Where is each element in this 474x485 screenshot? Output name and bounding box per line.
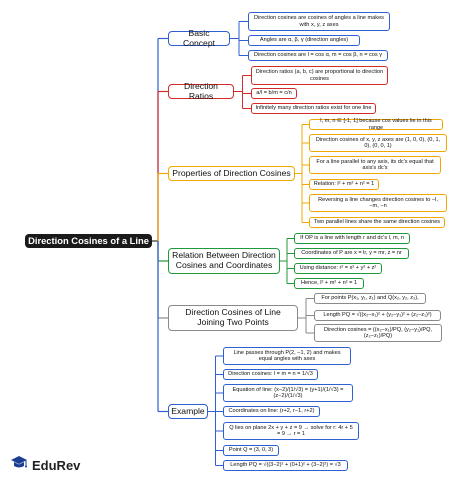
category-props: Properties of Direction Cosines — [168, 166, 295, 181]
leaf-props-1: l, m, n ∈ [-1, 1] because cos values lie… — [309, 118, 443, 131]
leaf-basic-1: Direction cosines are cosines of angles … — [248, 12, 390, 31]
leaf-basic-2: Angles are α, β, γ (direction angles) — [248, 35, 360, 46]
graduation-cap-icon — [10, 455, 28, 476]
leaf-ratios-2: a/l = b/m = c/n — [251, 88, 297, 99]
leaf-joining-1: For points P(x₁, y₁, z₁) and Q(x₂, y₂, z… — [314, 293, 426, 304]
leaf-example-7: Length PQ = √((3−2)² + (0+1)² + (3−2)²) … — [223, 460, 348, 471]
leaf-joining-2: Length PQ = √((x₂−x₁)² + (y₂−y₁)² + (z₂−… — [314, 310, 441, 321]
leaf-relation-1: If OP is a line with length r and dc's l… — [294, 233, 410, 244]
category-basic: Basic Concept — [168, 28, 230, 47]
leaf-example-1: Line passes through P(2, −1, 2) and make… — [223, 347, 351, 365]
leaf-joining-3: Direction cosines = ((x₂−x₁)/PQ, (y₂−y₁)… — [314, 324, 442, 342]
leaf-props-5: Reversing a line changes direction cosin… — [309, 194, 447, 212]
leaf-basic-3: Direction cosines are l = cos α, m = cos… — [248, 50, 388, 61]
leaf-example-4: Coordinates on line: (r+2, r−1, r+2) — [223, 406, 320, 417]
leaf-relation-3: Using distance: r² = x² + y² + z² — [294, 263, 382, 274]
leaf-example-3: Equation of line: (x−2)/(1/√3) = (y+1)/(… — [223, 384, 353, 402]
category-joining: Direction Cosines of Line Joining Two Po… — [168, 305, 298, 331]
logo-text: EduRev — [32, 458, 81, 473]
leaf-example-6: Point Q = (3, 0, 3) — [223, 445, 279, 456]
edurev-logo: EduRev — [10, 455, 80, 476]
leaf-example-2: Direction cosines: l = m = n = 1/√3 — [223, 369, 318, 380]
leaf-relation-4: Hence, l² + m² + n² = 1 — [294, 278, 364, 289]
category-ratios: Direction Ratios — [168, 81, 234, 100]
leaf-props-6: Two parallel lines share the same direct… — [309, 217, 445, 228]
category-example: Example — [168, 404, 208, 419]
leaf-props-3: For a line parallel to any axis, its dc'… — [309, 156, 441, 174]
leaf-props-2: Direction cosines of x, y, z axes are (1… — [309, 134, 447, 152]
leaf-props-4: Relation: l² + m² + n² = 1 — [309, 179, 379, 190]
root-node: Direction Cosines of a Line — [25, 234, 152, 248]
leaf-ratios-3: Infinitely many direction ratios exist f… — [251, 103, 376, 114]
leaf-ratios-1: Direction ratios (a, b, c) are proportio… — [251, 66, 388, 85]
category-relation: Relation Between Direction Cosines and C… — [168, 248, 280, 274]
leaf-example-5: Q lies on plane 2x + y + z = 9 → solve f… — [223, 422, 359, 440]
leaf-relation-2: Coordinates of P are x = lr, y = mr, z =… — [294, 248, 409, 259]
